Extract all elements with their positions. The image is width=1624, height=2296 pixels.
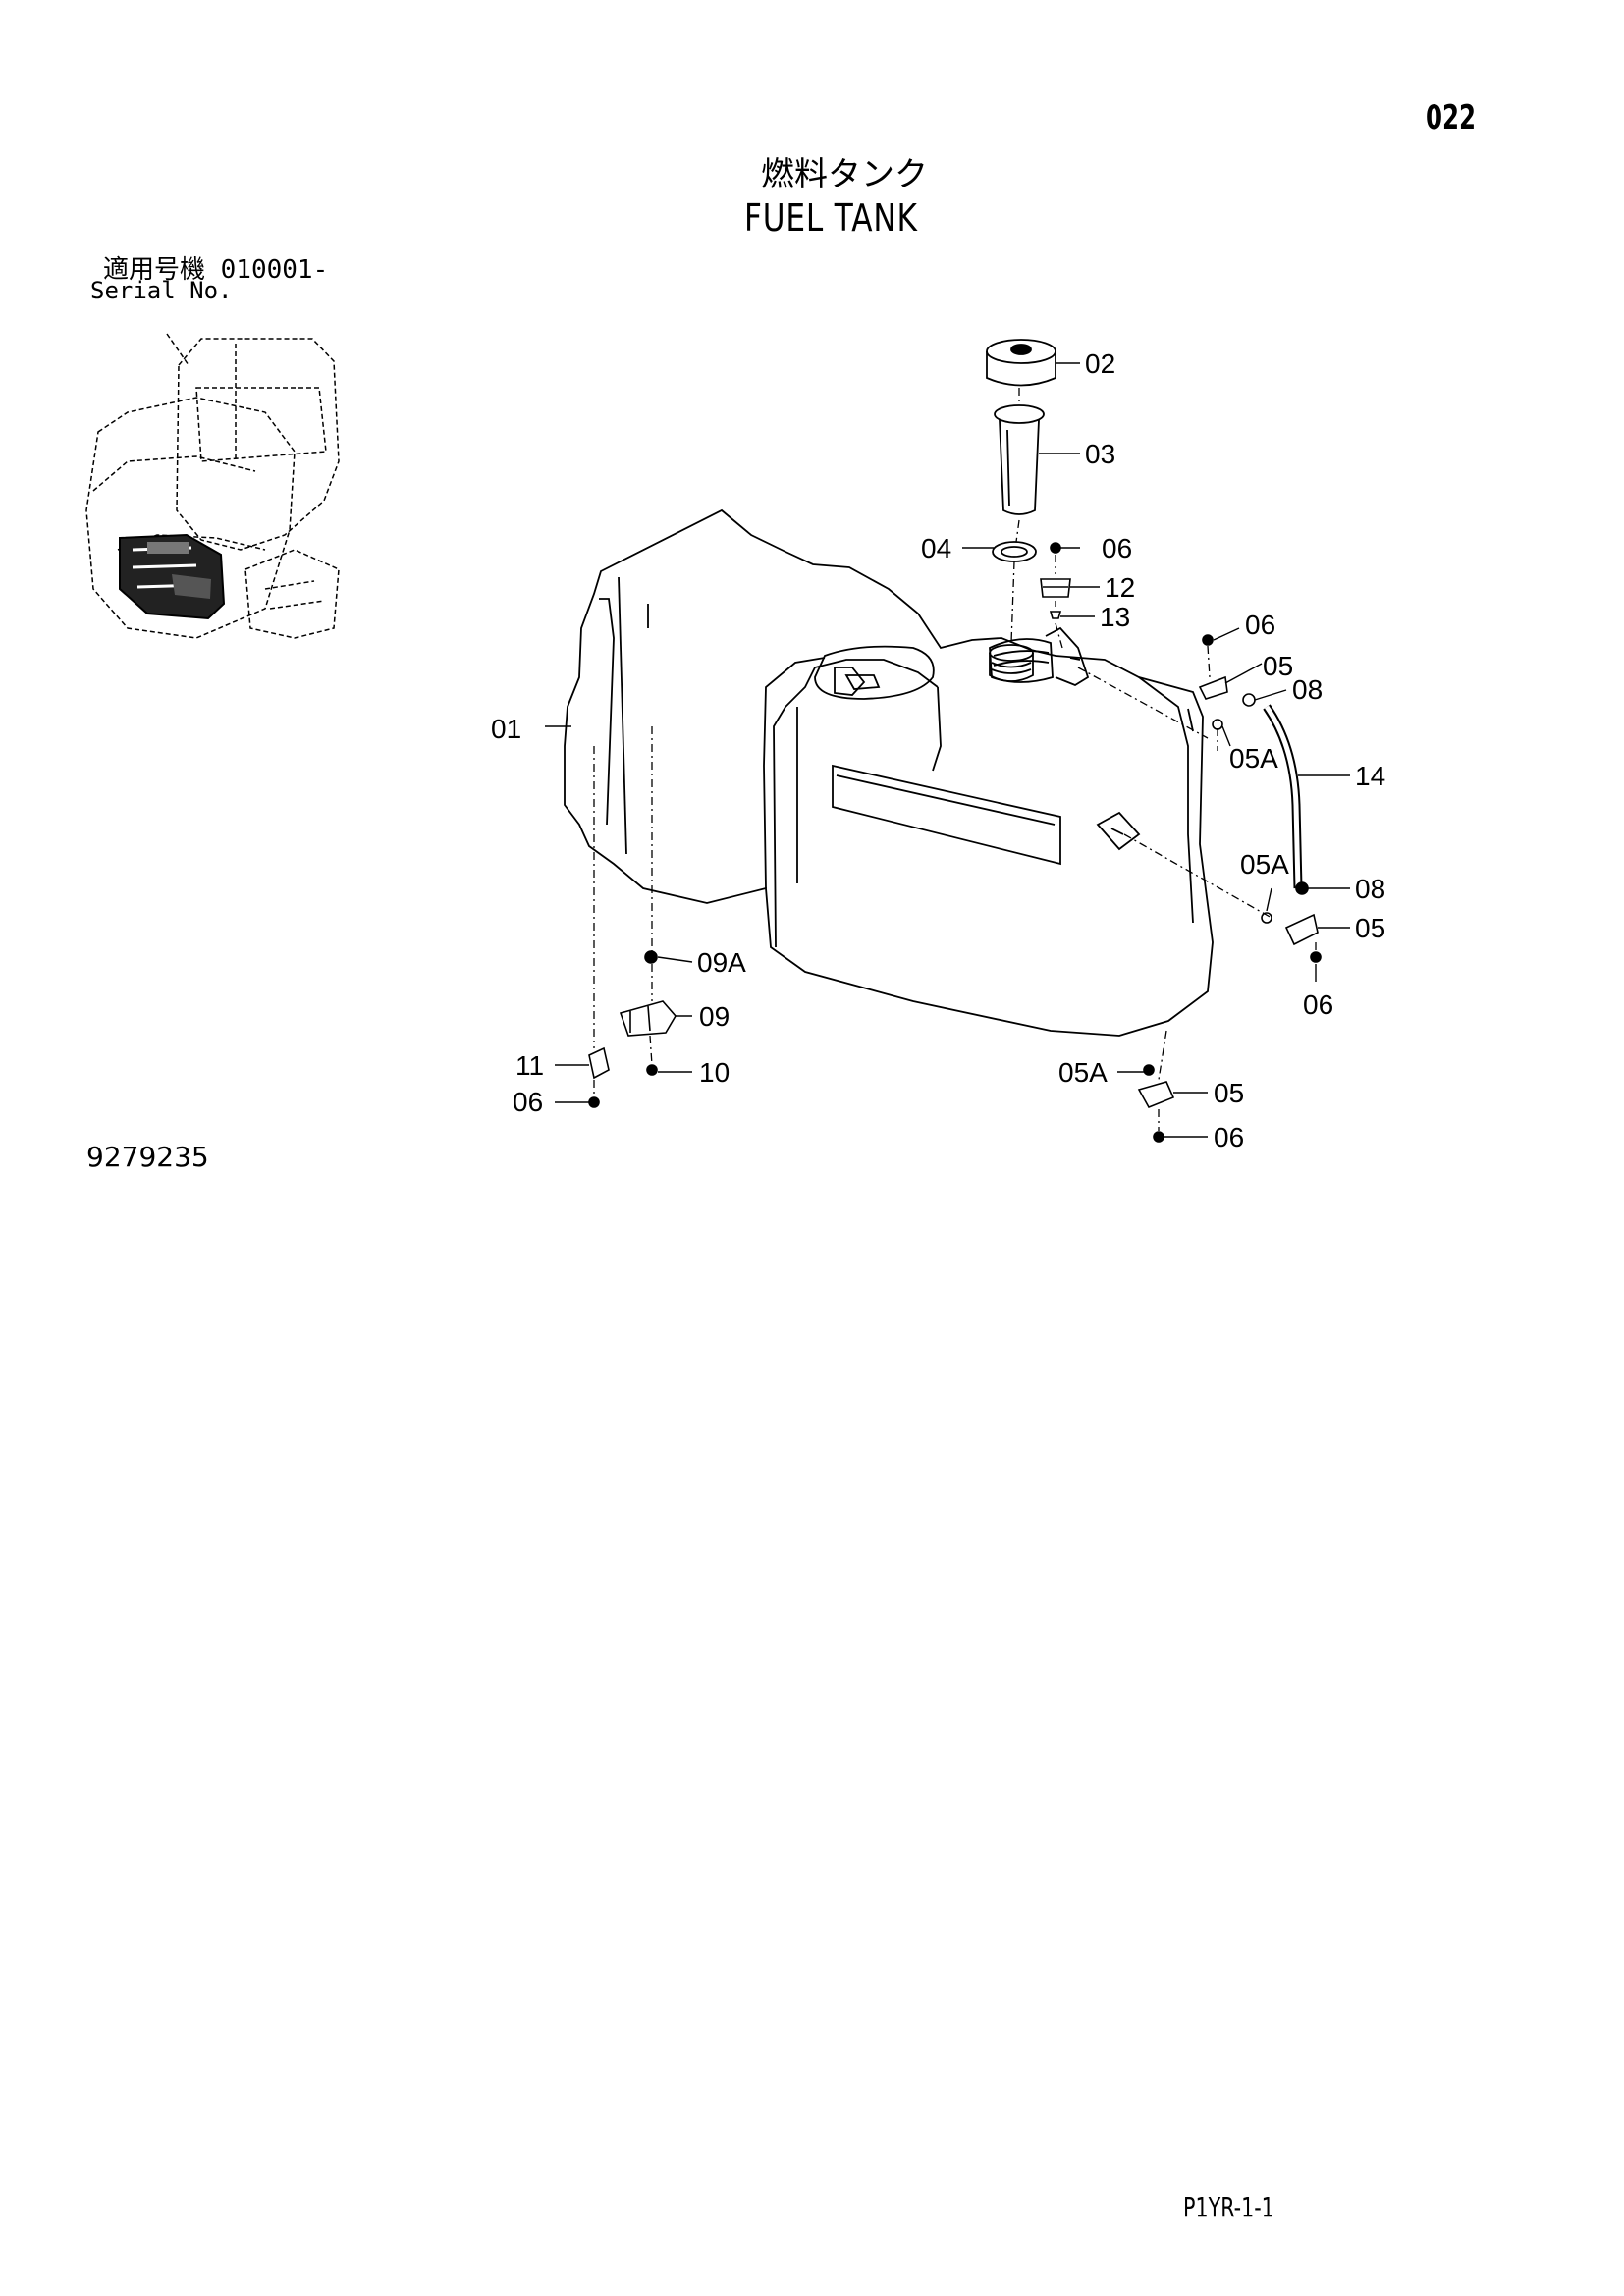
callout-06: 06 xyxy=(1245,610,1275,640)
callout-01: 01 xyxy=(491,714,521,744)
callout-05a: 05A xyxy=(1240,849,1289,880)
strainer-03 xyxy=(994,404,1045,515)
drawing-number: 9279235 xyxy=(86,1141,209,1173)
callout-12: 12 xyxy=(1105,572,1135,603)
assembly-lines xyxy=(593,388,1317,1131)
callout-14: 14 xyxy=(1355,761,1385,791)
callout-13: 13 xyxy=(1100,602,1130,632)
small-parts xyxy=(588,542,1322,1143)
fuel-tank-location-highlight xyxy=(119,533,226,620)
callout-05: 05 xyxy=(1355,913,1385,943)
serial-label-english: Serial No. xyxy=(90,277,233,304)
callout-06: 06 xyxy=(1214,1122,1244,1152)
callout-09: 09 xyxy=(699,1001,730,1032)
callout-10: 10 xyxy=(699,1057,730,1088)
serial-label-japanese: 適用号機 010001- xyxy=(103,255,329,285)
leader-lines xyxy=(545,362,1350,1138)
sheet-code: P1YR-1-1 xyxy=(1183,2191,1274,2223)
callout-02: 02 xyxy=(1085,348,1115,379)
callout-03: 03 xyxy=(1085,439,1115,469)
callout-08: 08 xyxy=(1355,874,1385,904)
callout-06: 06 xyxy=(1303,989,1333,1020)
callout-11: 11 xyxy=(515,1050,544,1081)
callout-05a: 05A xyxy=(1058,1057,1108,1088)
title-english: FUEL TANK xyxy=(744,196,918,240)
callout-06: 06 xyxy=(1102,533,1132,563)
callout-08: 08 xyxy=(1292,674,1323,705)
fuel-tank-body xyxy=(564,508,1214,1037)
callout-04: 04 xyxy=(921,533,951,563)
title-japanese: 燃料タンク xyxy=(761,155,928,194)
machine-location-thumbnail xyxy=(85,333,340,639)
filler-cap-02 xyxy=(986,339,1056,387)
callout-05a: 05A xyxy=(1229,743,1278,774)
callout-05: 05 xyxy=(1214,1078,1244,1108)
page-number: 022 xyxy=(1426,98,1477,137)
gasket-04 xyxy=(992,541,1037,562)
callout-06: 06 xyxy=(513,1087,543,1117)
callout-09a: 09A xyxy=(697,947,746,978)
callout-05: 05 xyxy=(1263,651,1293,681)
filler-neck xyxy=(989,644,1034,682)
